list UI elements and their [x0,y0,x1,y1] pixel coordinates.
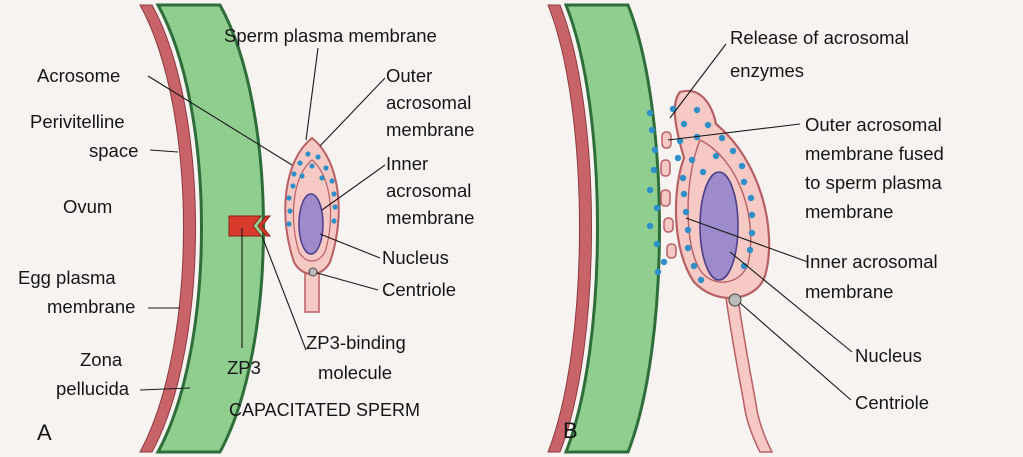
centriole-a [308,267,318,277]
label-centriole-b: Centriole [855,392,929,413]
zona-pellucida-b [563,3,661,454]
egg-plasma-membrane-b [547,4,592,453]
zp3-block [257,215,272,237]
label-egg-plasma-membrane-2: membrane [47,296,135,317]
label-outer-fused-3: to sperm plasma [805,172,942,193]
panel-letter-a: A [37,420,52,445]
label-outer-acrosomal-membrane-3: membrane [386,119,474,140]
label-nucleus-a: Nucleus [382,247,449,268]
label-acrosome: Acrosome [37,65,120,86]
label-outer-fused-2: membrane fused [805,143,944,164]
label-outer-acrosomal-membrane-2: acrosomal [386,92,471,113]
label-inner-acrosomal-membrane-3: membrane [386,207,474,228]
panel-b: Release of acrosomal enzymes Outer acros… [547,3,944,454]
label-outer-fused-1: Outer acrosomal [805,114,942,135]
label-zona-pellucida-2: pellucida [56,378,130,399]
nucleus-a [298,193,324,255]
label-inner-acrosomal-membrane-b-2: membrane [805,281,893,302]
label-nucleus-b: Nucleus [855,345,922,366]
label-zp3-binding-molecule-2: molecule [318,362,392,383]
label-inner-acrosomal-membrane-2: acrosomal [386,180,471,201]
label-sperm-plasma-membrane: Sperm plasma membrane [224,25,437,46]
sperm-b [646,89,774,453]
panel-a: Sperm plasma membrane Acrosome Outer acr… [18,3,474,454]
label-inner-acrosomal-membrane-b-1: Inner acrosomal [805,251,938,272]
centriole-b [728,293,742,307]
leader-lines-b [667,43,853,401]
label-zp3: ZP3 [227,357,261,378]
sperm-a [284,136,340,313]
label-release-of-acrosomal-enzymes-2: enzymes [730,60,804,81]
fused-membrane-vesicles [660,131,677,259]
zp3-binding-molecule [228,215,263,237]
label-inner-acrosomal-membrane-1: Inner [386,153,428,174]
nucleus-b [699,171,739,281]
label-outer-fused-4: membrane [805,201,893,222]
panel-letter-b: B [563,418,578,443]
leader-lines-a [139,47,386,391]
sperm-tail-b [724,289,774,453]
label-ovum: Ovum [63,196,112,217]
label-outer-acrosomal-membrane-1: Outer [386,65,432,86]
inner-membrane-a [292,159,332,262]
egg-plasma-membrane-a [139,4,196,453]
label-egg-plasma-membrane-1: Egg plasma [18,267,116,288]
enzyme-dots-a [286,151,338,227]
inner-membrane-b [687,139,752,283]
label-perivitelline-1: Perivitelline [30,111,125,132]
label-zona-pellucida-1: Zona [80,349,123,370]
label-release-of-acrosomal-enzymes-1: Release of acrosomal [730,27,909,48]
label-zp3-binding-molecule-1: ZP3-binding [306,332,406,353]
zona-pellucida-a [155,3,265,454]
label-perivitelline-2: space [89,140,138,161]
released-enzyme-dots [646,105,756,284]
label-centriole-a: Centriole [382,279,456,300]
caption-capacitated-sperm: CAPACITATED SPERM [229,400,420,420]
